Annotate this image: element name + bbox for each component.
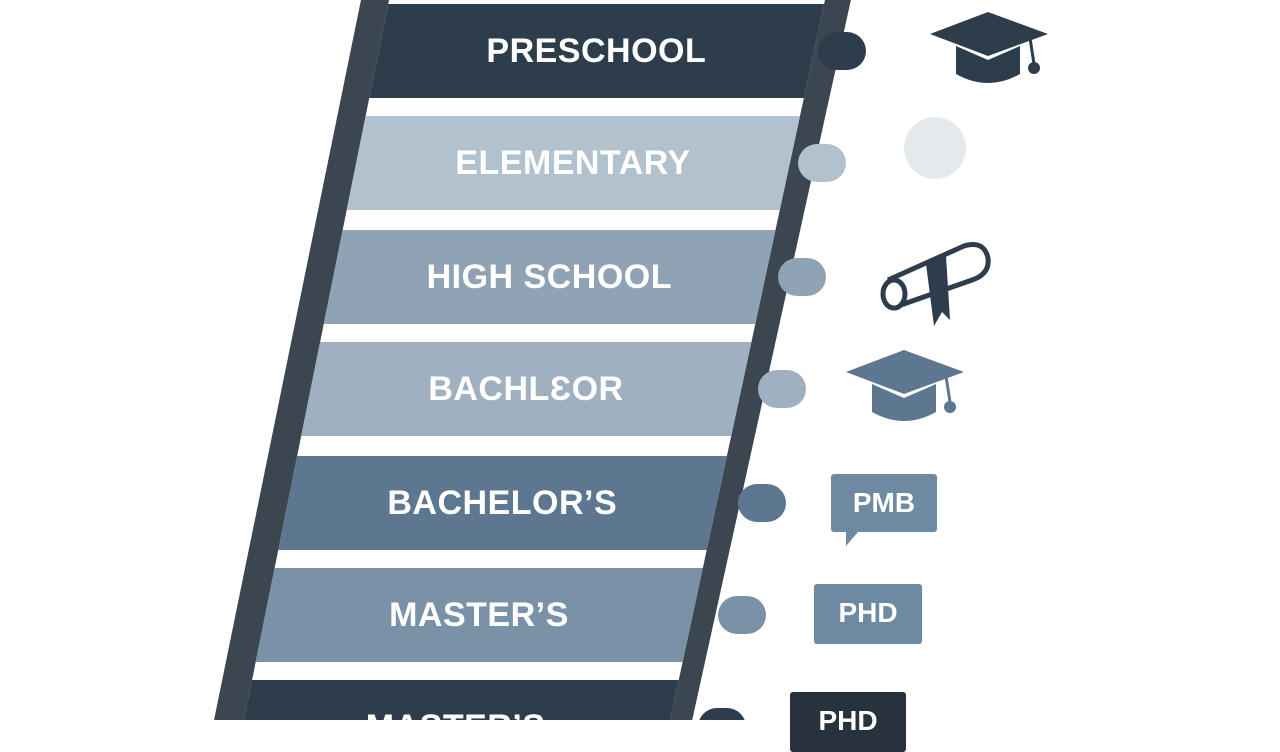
ladder-rung: [346, 116, 800, 210]
diploma-scroll-icon: [880, 242, 991, 326]
rung-peg: [818, 32, 866, 70]
degree-tag-pointer: [846, 532, 858, 546]
rung-peg: [798, 144, 846, 182]
ladder-rung: [323, 230, 776, 324]
rung-peg: [778, 258, 826, 296]
rung-peg: [718, 596, 766, 634]
rung-peg: [738, 484, 786, 522]
level-label: BACHELOR’S: [387, 484, 618, 522]
ladder-rung: [244, 680, 679, 720]
education-ladder-diagram: [214, 0, 1048, 720]
graduation-cap-icon: [930, 12, 1048, 83]
level-label: MASTER’S: [365, 708, 546, 746]
ladder-rung: [278, 456, 727, 550]
rung-peg: [699, 708, 745, 720]
level-label: PRESCHOOL: [486, 32, 707, 70]
degree-tag: PMB: [831, 474, 937, 532]
rung-peg: [758, 370, 806, 408]
level-label: HIGH SCHOOL: [426, 258, 672, 296]
degree-tag: PHD: [814, 584, 922, 644]
level-label: MASTER’S: [389, 596, 569, 634]
circle-icon: [904, 117, 966, 179]
ladder-rung: [255, 568, 703, 662]
degree-tag: PHD: [790, 692, 906, 752]
graduation-cap-icon: [846, 350, 964, 421]
level-label: ELEMENTARY: [455, 144, 691, 182]
ladder-rung: [369, 4, 825, 98]
ladder-rung: [301, 342, 752, 436]
level-label: BACHLƐOR: [428, 370, 624, 408]
